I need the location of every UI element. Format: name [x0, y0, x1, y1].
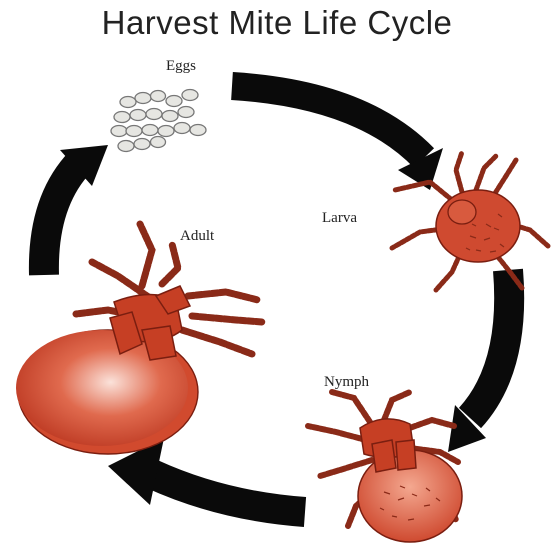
stage-label-nymph: Nymph	[324, 374, 369, 391]
cycle-arrow-larva-to-nymph	[448, 270, 509, 452]
nymph-mite	[308, 392, 462, 542]
eggs-cluster	[111, 90, 206, 152]
stage-label-larva: Larva	[322, 210, 357, 227]
stage-label-adult: Adult	[180, 228, 214, 245]
cycle-arrow-eggs-to-larva	[232, 86, 443, 190]
cycle-arrow-adult-to-eggs	[44, 145, 108, 275]
stage-label-eggs: Eggs	[166, 58, 196, 75]
